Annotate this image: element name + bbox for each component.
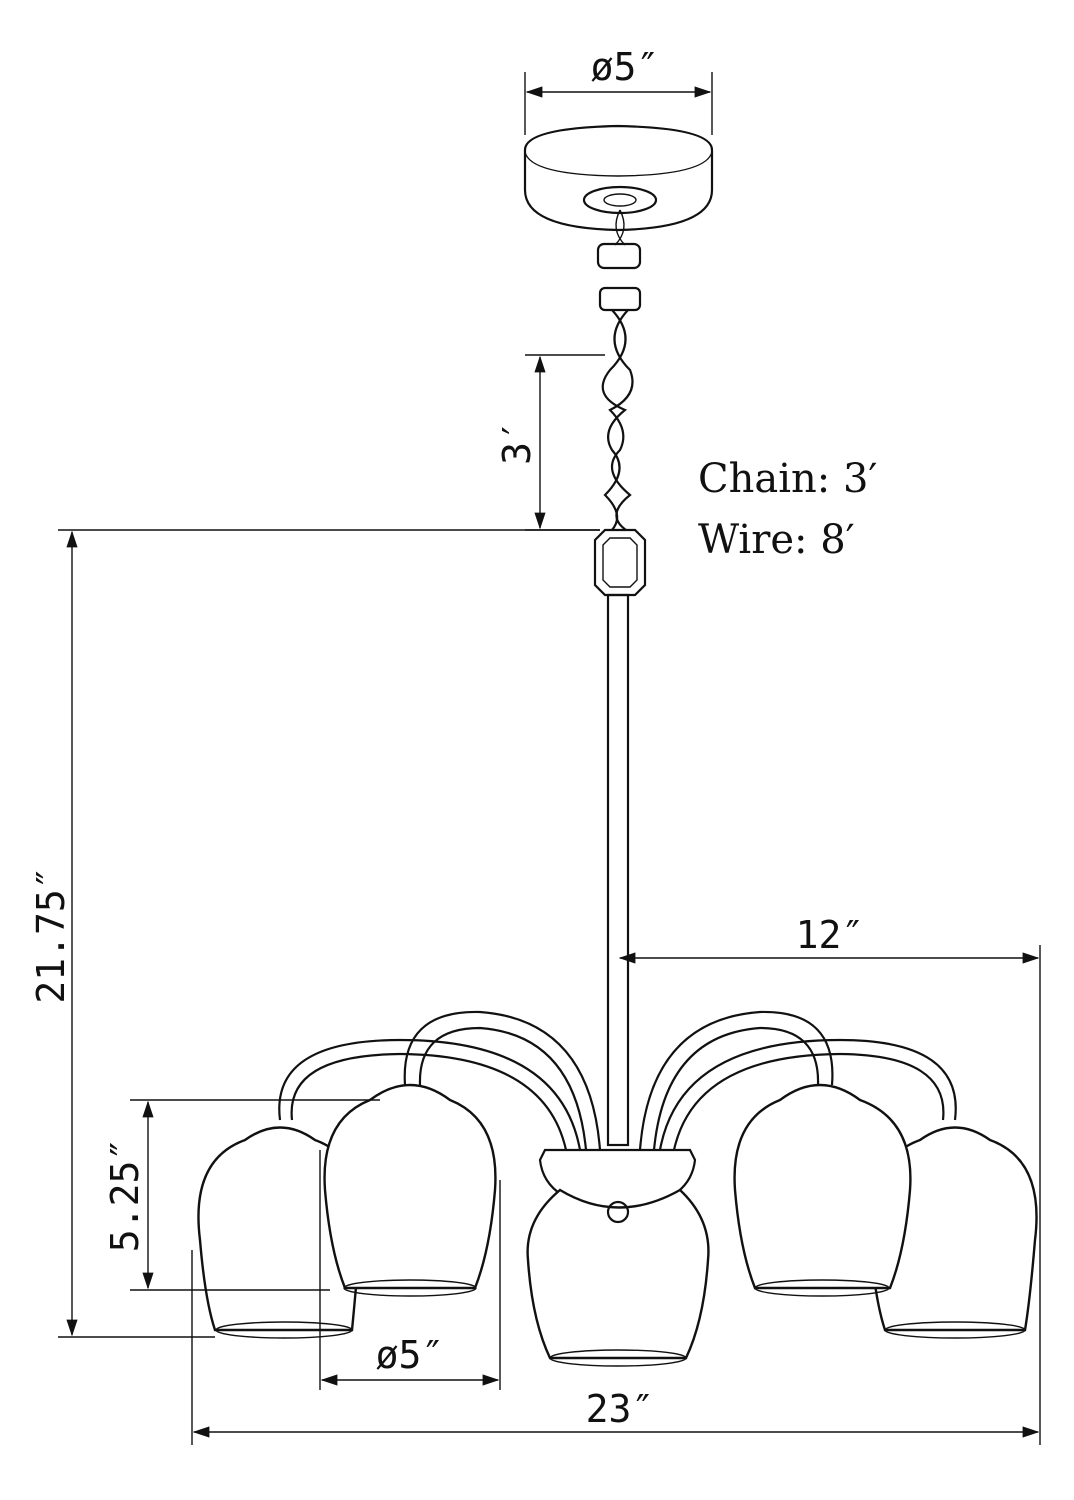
shade-right-front <box>733 1083 912 1297</box>
dim-arm-reach <box>618 945 1041 1445</box>
stem <box>593 528 647 1147</box>
chain-note: Chain: 3′ <box>698 456 878 502</box>
shade-height-label: 5.25″ <box>103 1138 147 1252</box>
arm-reach-label: 12″ <box>796 913 865 957</box>
overall-width-label: 23″ <box>586 1387 655 1431</box>
dim-canopy-diameter <box>524 72 713 135</box>
dim-overall-height <box>58 529 600 1338</box>
dim-shade-diameter <box>319 1150 501 1390</box>
canopy <box>523 124 714 232</box>
wire-note: Wire: 8′ <box>698 517 855 563</box>
canopy-diameter-label: ø5″ <box>591 45 660 89</box>
shade-diameter-label: ø5″ <box>376 1333 445 1377</box>
shade-left-back <box>197 1126 363 1339</box>
overall-height-label: 21.75″ <box>29 866 73 1003</box>
arms <box>278 1010 957 1151</box>
dim-overall-width <box>191 1250 1040 1445</box>
chain-length-label: 3′ <box>495 419 539 465</box>
shade-left-front <box>323 1083 497 1297</box>
dim-shade-height <box>130 1099 380 1291</box>
shade-center <box>526 1148 710 1367</box>
chain <box>596 209 642 531</box>
